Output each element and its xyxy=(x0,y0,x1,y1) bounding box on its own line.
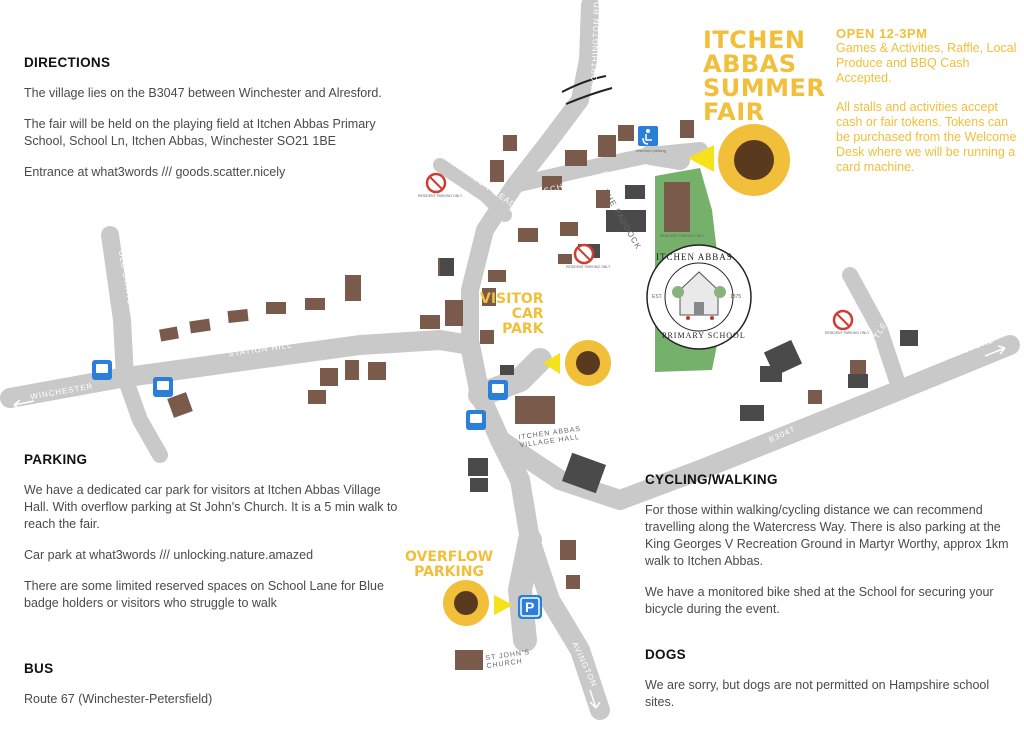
school-badge-year: 1875 xyxy=(730,294,742,300)
buildings-dark xyxy=(440,185,918,494)
parking-heading: PARKING xyxy=(24,452,88,467)
dogs-section: DOGS We are sorry, but dogs are not perm… xyxy=(645,646,1005,725)
visitor-label-line1: VISITOR xyxy=(480,291,544,307)
cycling-section: CYCLING/WALKING For those within walking… xyxy=(645,471,1015,632)
bus-icon-glyphs xyxy=(96,364,504,423)
cycling-text-1: For those within walking/cycling distanc… xyxy=(645,503,1009,568)
dogs-heading: DOGS xyxy=(645,647,686,662)
fair-activities: Games & Activities, Raffle, Local Produc… xyxy=(836,41,1017,85)
sunflower-overflow xyxy=(443,580,489,626)
cycling-text-2: We have a monitored bike shed at the Sch… xyxy=(645,585,994,616)
visitor-car-park-label: VISITOR CAR PARK xyxy=(480,292,544,337)
disabled-parking-sign xyxy=(638,126,658,146)
fair-title-line2: ABBAS xyxy=(703,50,797,78)
road-arrows xyxy=(13,345,1006,709)
school-badge xyxy=(646,244,752,350)
directions-section: DIRECTIONS The village lies on the B3047… xyxy=(24,54,384,195)
arrow-to-school xyxy=(688,145,714,172)
school-badge-top: ITCHEN ABBAS xyxy=(656,252,733,262)
bus-text: Route 67 (Winchester-Petersfield) xyxy=(24,692,213,706)
fair-title-line3: SUMMER xyxy=(703,74,826,102)
parking-section: PARKING We have a dedicated car park for… xyxy=(24,451,404,626)
no-parking-label-2: RESIDENT PARKING ONLY xyxy=(566,265,611,269)
bus-heading: BUS xyxy=(24,661,54,676)
northington-road xyxy=(461,0,599,354)
directions-heading: DIRECTIONS xyxy=(24,55,111,70)
parking-sign xyxy=(518,595,542,619)
directions-text-3: Entrance at what3words /// goods.scatter… xyxy=(24,165,286,179)
dogs-text: We are sorry, but dogs are not permitted… xyxy=(645,678,990,709)
school-badge-est: EST. xyxy=(652,294,663,300)
overflow-label-line1: OVERFLOW xyxy=(405,549,494,565)
no-parking-label-3: RESIDENT PARKING ONLY xyxy=(825,331,870,335)
sunflower-school xyxy=(718,124,790,196)
parking-text-3: There are some limited reserved spaces o… xyxy=(24,579,384,610)
old-station-road xyxy=(101,226,134,387)
harrison-meadows-road xyxy=(433,158,512,222)
school-badge-bottom: PRIMARY SCHOOL xyxy=(662,331,746,340)
arrow-to-overflow xyxy=(494,595,513,615)
fair-title: ITCHEN ABBAS SUMMER FAIR xyxy=(703,28,825,124)
no-parking-label-4: RESIDENT PARKING ONLY xyxy=(660,234,705,238)
fair-tokens: All stalls and activities accept cash or… xyxy=(836,100,1017,174)
visitor-label-line2: CAR xyxy=(511,306,544,322)
little-hayes-lane-road xyxy=(842,267,908,398)
visitor-label-line3: PARK xyxy=(502,321,544,337)
disabled-parking-label: reserved parking xyxy=(636,148,666,153)
overflow-parking-label: OVERFLOW PARKING xyxy=(405,550,493,580)
directions-text-1: The village lies on the B3047 between Wi… xyxy=(24,86,382,100)
fair-title-line4: FAIR xyxy=(703,98,765,126)
station-hill-road xyxy=(0,330,480,408)
no-parking-label-1: RESIDENT PARKING ONLY xyxy=(418,194,463,198)
parking-sign-letter: P xyxy=(525,599,535,615)
road-break xyxy=(561,75,613,105)
directions-text-2: The fair will be held on the playing fie… xyxy=(24,117,376,148)
cycling-heading: CYCLING/WALKING xyxy=(645,472,778,487)
opening-hours: OPEN 12-3PM xyxy=(836,26,928,41)
no-parking-signs xyxy=(425,172,854,331)
fair-title-line1: ITCHEN xyxy=(703,26,806,54)
bus-section: BUS Route 67 (Winchester-Petersfield) xyxy=(24,660,324,722)
sunflower-visitor xyxy=(565,340,611,386)
parking-text-2: Car park at what3words /// unlocking.nat… xyxy=(24,548,314,562)
overflow-label-line2: PARKING xyxy=(414,564,484,580)
school-drive xyxy=(640,145,690,170)
shelley-close-road xyxy=(117,370,168,463)
parking-text-1: We have a dedicated car park for visitor… xyxy=(24,483,398,531)
overflow-spur xyxy=(508,528,542,652)
fair-info: OPEN 12-3PM Games & Activities, Raffle, … xyxy=(836,26,1021,189)
arrow-to-visitor xyxy=(543,353,560,374)
